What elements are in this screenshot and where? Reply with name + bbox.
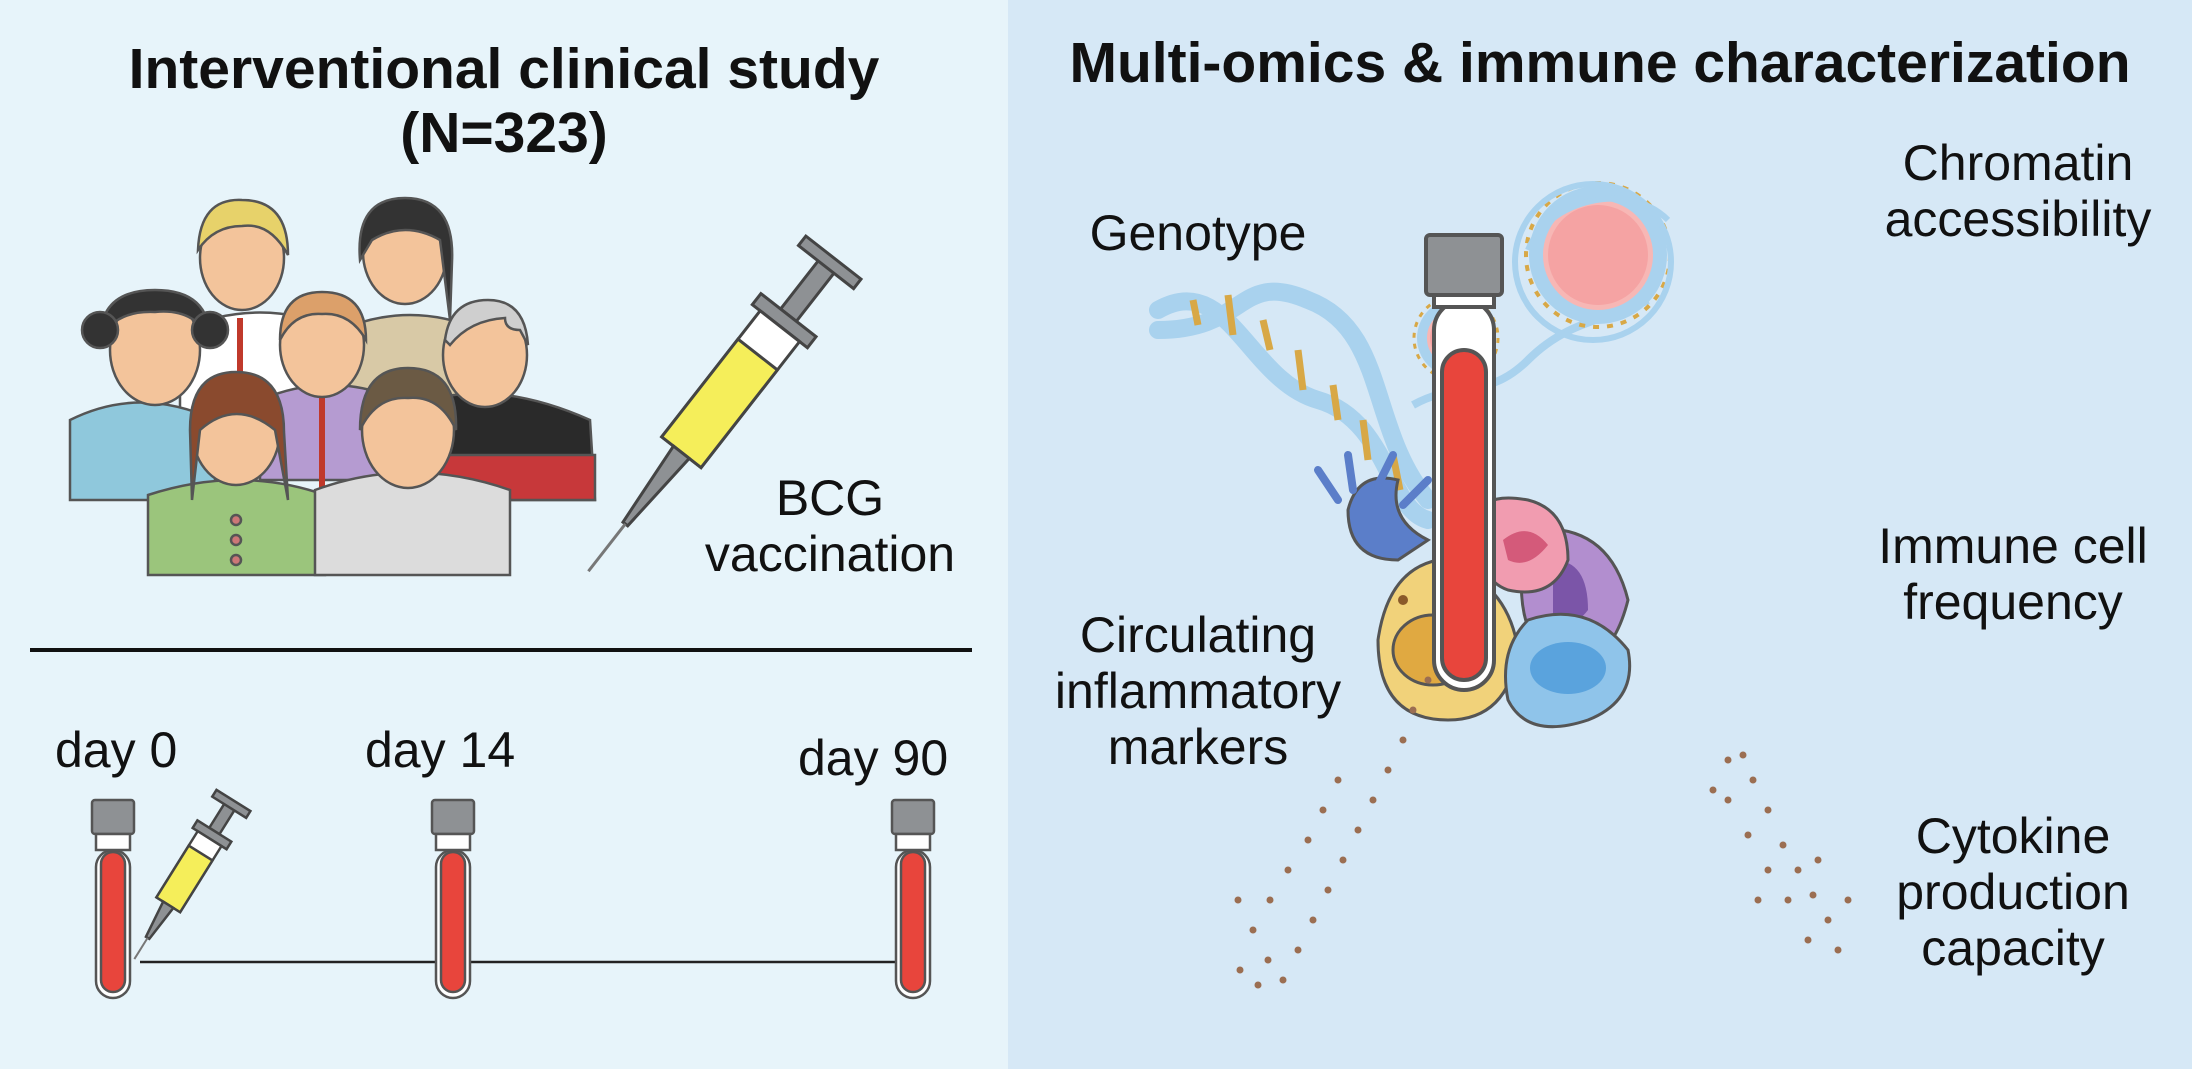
immune-cell-label: Immune cell frequency (1858, 518, 2168, 630)
chromatin-label: Chromatin accessibility (1848, 135, 2188, 247)
circulating-markers-label: Circulating inflammatory markers (1038, 607, 1358, 775)
cytokine-label-line-2: production (1896, 864, 2130, 920)
blood-tube-icon (430, 798, 476, 1000)
chromatin-label-line-2: accessibility (1884, 191, 2152, 247)
cytokine-label: Cytokine production capacity (1858, 808, 2168, 976)
vaccination-label: BCG vaccination (680, 470, 980, 582)
timepoint-day-14: day 14 (365, 722, 516, 778)
vaccination-label-line-1: BCG (775, 470, 885, 526)
chromatin-icon (1411, 181, 1674, 409)
study-title-line-1: Interventional clinical study (128, 37, 880, 101)
syringe-icon (587, 233, 864, 573)
omics-title: Multi-omics & immune characterization (1069, 31, 2131, 95)
syringe-icon (133, 788, 253, 960)
left-panel-artwork (30, 196, 972, 1000)
genotype-label: Genotype (1089, 205, 1307, 261)
immune-cell-label-line-1: Immune cell (1878, 518, 2148, 574)
cytokine-label-line-1: Cytokine (1915, 808, 2111, 864)
blood-tube-icon (1424, 233, 1504, 692)
circulating-marker-dots (1234, 676, 1432, 989)
study-size: (N=323) (400, 100, 608, 165)
blood-tube-icon (90, 798, 136, 1000)
left-panel: Interventional clinical study (N=323) BC… (0, 0, 1008, 1069)
immune-cell-label-line-2: frequency (1903, 574, 2123, 630)
people-group-icon (68, 196, 597, 577)
circulating-markers-label-line-3: markers (1107, 719, 1289, 775)
circulating-markers-label-line-2: inflammatory (1054, 663, 1342, 719)
cytokine-dots (1709, 751, 1852, 954)
circulating-markers-label-line-1: Circulating (1079, 607, 1317, 663)
right-panel: Multi-omics & immune characterization Ge… (1008, 0, 2192, 1069)
right-panel-artwork (1149, 181, 1852, 989)
timepoint-day-90: day 90 (798, 730, 949, 786)
timepoint-day-0: day 0 (55, 722, 178, 778)
blood-tube-icon (890, 798, 936, 1000)
cytokine-label-line-3: capacity (1921, 920, 2105, 976)
vaccination-label-line-2: vaccination (704, 526, 956, 582)
chromatin-label-line-1: Chromatin (1902, 135, 2134, 191)
study-title: Interventional clinical study (N=323) (0, 37, 1008, 166)
